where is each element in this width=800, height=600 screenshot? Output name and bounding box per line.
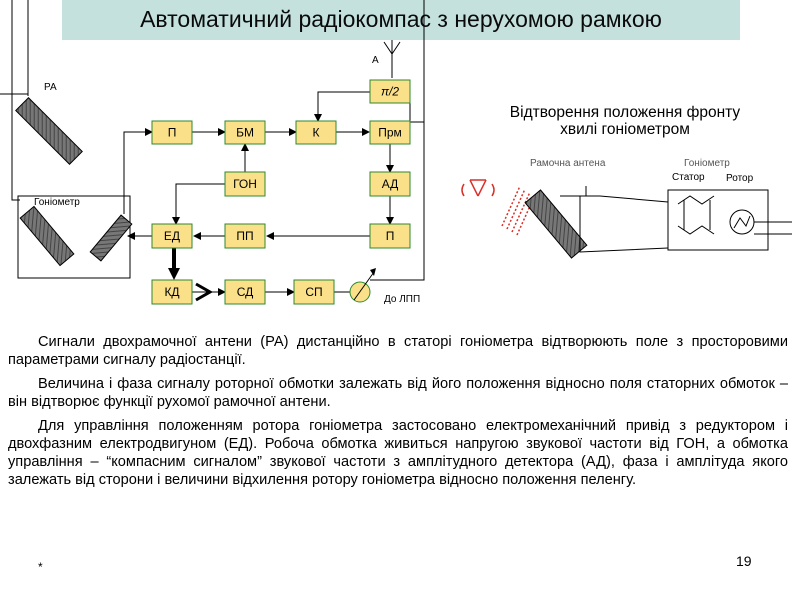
svg-text:П: П xyxy=(168,126,177,140)
box-prm: Прм xyxy=(369,120,411,145)
svg-text:ПП: ПП xyxy=(236,229,253,243)
box-p-bottom: П xyxy=(369,223,411,249)
bearing-indicator-icon xyxy=(349,268,376,303)
antenna-label: А xyxy=(372,55,379,66)
svg-text:ГОН: ГОН xyxy=(233,177,257,191)
box-sp: СП xyxy=(293,279,335,305)
svg-text:ЕД: ЕД xyxy=(164,229,180,243)
box-pi2: π/2 xyxy=(369,79,411,104)
frame-antenna-bar xyxy=(524,189,588,259)
svg-text:КД: КД xyxy=(164,285,179,299)
goniometer-label: Гоніометр xyxy=(34,197,80,208)
svg-text:π/2: π/2 xyxy=(381,85,399,99)
stator-label: Статор xyxy=(672,172,705,183)
title-bar: Автоматичний радіокомпас з нерухомою рам… xyxy=(62,0,740,40)
box-ad: АД xyxy=(369,171,411,197)
ra-label: РА xyxy=(44,82,57,93)
box-ed: ЕД xyxy=(151,223,193,249)
goniometer-stator-coil xyxy=(19,205,75,267)
goniometer-rotor-coil xyxy=(89,214,133,262)
svg-text:АД: АД xyxy=(382,177,399,191)
paragraph-1: Сигнали двохрамочної антени (РА) дистанц… xyxy=(8,334,788,368)
radio-source-icon xyxy=(461,179,495,197)
svg-text:СД: СД xyxy=(237,285,254,299)
paragraph-2: Величина і фаза сигналу роторної обмотки… xyxy=(8,376,788,410)
right-panel-title: Відтворення положення фронту хвилі гоніо… xyxy=(509,104,741,138)
block-diagram: РА Гоніометр xyxy=(0,0,792,305)
box-sd: СД xyxy=(224,279,266,305)
svg-text:СП: СП xyxy=(305,285,322,299)
wave-front-icon xyxy=(501,185,536,236)
box-p-top: П xyxy=(151,120,193,145)
svg-text:Прм: Прм xyxy=(378,126,402,140)
box-gon: ГОН xyxy=(224,171,266,197)
frame-antenna-text: Рамочна антена xyxy=(530,158,606,169)
box-bm: БМ xyxy=(224,120,266,145)
body-text: Сигнали двохрамочної антени (РА) дистанц… xyxy=(8,333,788,495)
rotor-label: Ротор xyxy=(726,173,754,184)
svg-text:БМ: БМ xyxy=(236,126,254,140)
stator-windings xyxy=(677,195,715,235)
rotor-coil-icon xyxy=(729,209,755,235)
connections xyxy=(123,0,425,296)
box-pp: ПП xyxy=(224,223,266,249)
ed-kd-shaft xyxy=(168,248,214,302)
right-panel-diagram: Рамочна антена Гоніометр Статор Ротор xyxy=(461,158,792,259)
footer-star: * xyxy=(38,560,43,574)
ra-antenna xyxy=(15,97,83,165)
page-number: 19 xyxy=(736,553,752,569)
svg-text:П: П xyxy=(386,229,395,243)
svg-text:К: К xyxy=(313,126,320,140)
page-title: Автоматичний радіокомпас з нерухомою рам… xyxy=(140,6,662,32)
goniometer-right-label: Гоніометр xyxy=(684,158,730,169)
paragraph-3: Для управління положенням ротора гоніоме… xyxy=(8,418,788,488)
to-lpp-label: До ЛПП xyxy=(384,294,420,305)
box-k: К xyxy=(295,120,337,145)
antenna-symbol xyxy=(383,41,401,55)
box-kd: КД xyxy=(151,279,193,305)
frame-antenna-label: Рамочна антена xyxy=(530,158,606,169)
